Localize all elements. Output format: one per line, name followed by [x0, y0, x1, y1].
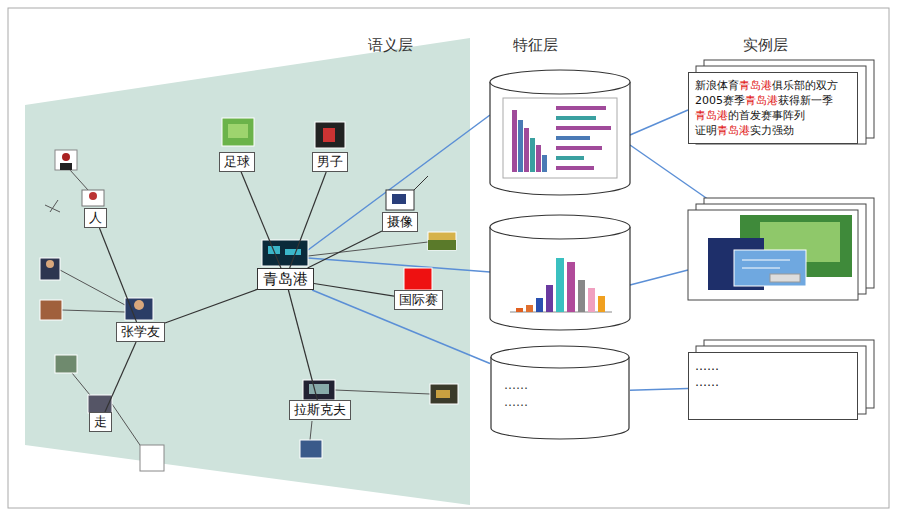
article-text: 实力强劲 [750, 124, 794, 137]
article-text: 证明 [695, 124, 717, 137]
concept-label: 拉斯克夫 [289, 400, 351, 420]
article-text: 俱乐部的双方 [772, 79, 838, 92]
ellipsis-text: …… [695, 358, 851, 374]
leader-lines [45, 170, 430, 448]
concept-label: 青岛港 [257, 268, 314, 290]
connector [288, 290, 317, 400]
frame [8, 8, 889, 508]
ellipsis-text: …… [695, 374, 851, 390]
connector [105, 342, 136, 412]
concept-label: 足球 [219, 152, 255, 172]
concept-label: 走 [89, 412, 112, 432]
layer-heading: 语义层 [368, 36, 413, 55]
feature-cylinders [490, 70, 630, 330]
concept-label: 国际赛 [394, 290, 443, 310]
page-content: ………… [695, 358, 851, 390]
text-line: 新浪体育青岛港俱乐部的双方 [695, 78, 851, 93]
instance-document: 新浪体育青岛港俱乐部的双方2005赛季青岛港获得新一季青岛港的首发赛事阵列证明青… [688, 72, 858, 144]
layer-heading: 实例层 [743, 36, 788, 55]
concept-label: 男子 [312, 152, 348, 172]
cylinder-shape [490, 345, 630, 440]
concept-name: 摄像 [387, 214, 413, 229]
connector [165, 289, 257, 323]
concept-name: 国际赛 [399, 292, 438, 307]
connector [241, 172, 281, 268]
text-line: 证明青岛港实力强劲 [695, 123, 851, 138]
connector [290, 172, 327, 268]
concept-name: 男子 [317, 154, 343, 169]
concept-name: 足球 [224, 154, 250, 169]
highlight-term: 青岛港 [745, 94, 778, 107]
concept-label: 张学友 [116, 322, 165, 342]
highlight-term: 青岛港 [695, 109, 728, 122]
concept-name: 拉斯克夫 [294, 402, 346, 417]
text-line: 2005赛季青岛港获得新一季 [695, 93, 851, 108]
feature-database: ………… [490, 345, 630, 440]
layer-heading: 特征层 [513, 36, 558, 55]
concept-name: 青岛港 [263, 270, 308, 288]
article-text: 2005赛季 [695, 94, 745, 107]
concept-name: 人 [89, 210, 102, 225]
concept-name: 走 [94, 414, 107, 429]
connector [308, 231, 382, 268]
article-text: 获得新一季 [778, 94, 833, 107]
cylinder-content: ………… [490, 345, 630, 411]
concept-name: 张学友 [121, 324, 160, 339]
concept-label: 摄像 [382, 212, 418, 232]
ellipsis-text: …… [504, 377, 630, 394]
connector [99, 228, 136, 322]
highlight-term: 青岛港 [739, 79, 772, 92]
article-text: 新浪体育 [695, 79, 739, 92]
semantic-panel [25, 38, 470, 505]
ellipsis-text: …… [504, 394, 630, 411]
article-text: 的首发赛事阵列 [728, 109, 805, 122]
concept-label: 人 [84, 208, 107, 228]
connector [312, 290, 490, 364]
semantic-pictures [40, 118, 458, 471]
connector [630, 389, 688, 391]
connector [314, 284, 394, 297]
instance-page: ………… [688, 352, 858, 420]
text-line: 青岛港的首发赛事阵列 [695, 108, 851, 123]
highlight-term: 青岛港 [717, 124, 750, 137]
